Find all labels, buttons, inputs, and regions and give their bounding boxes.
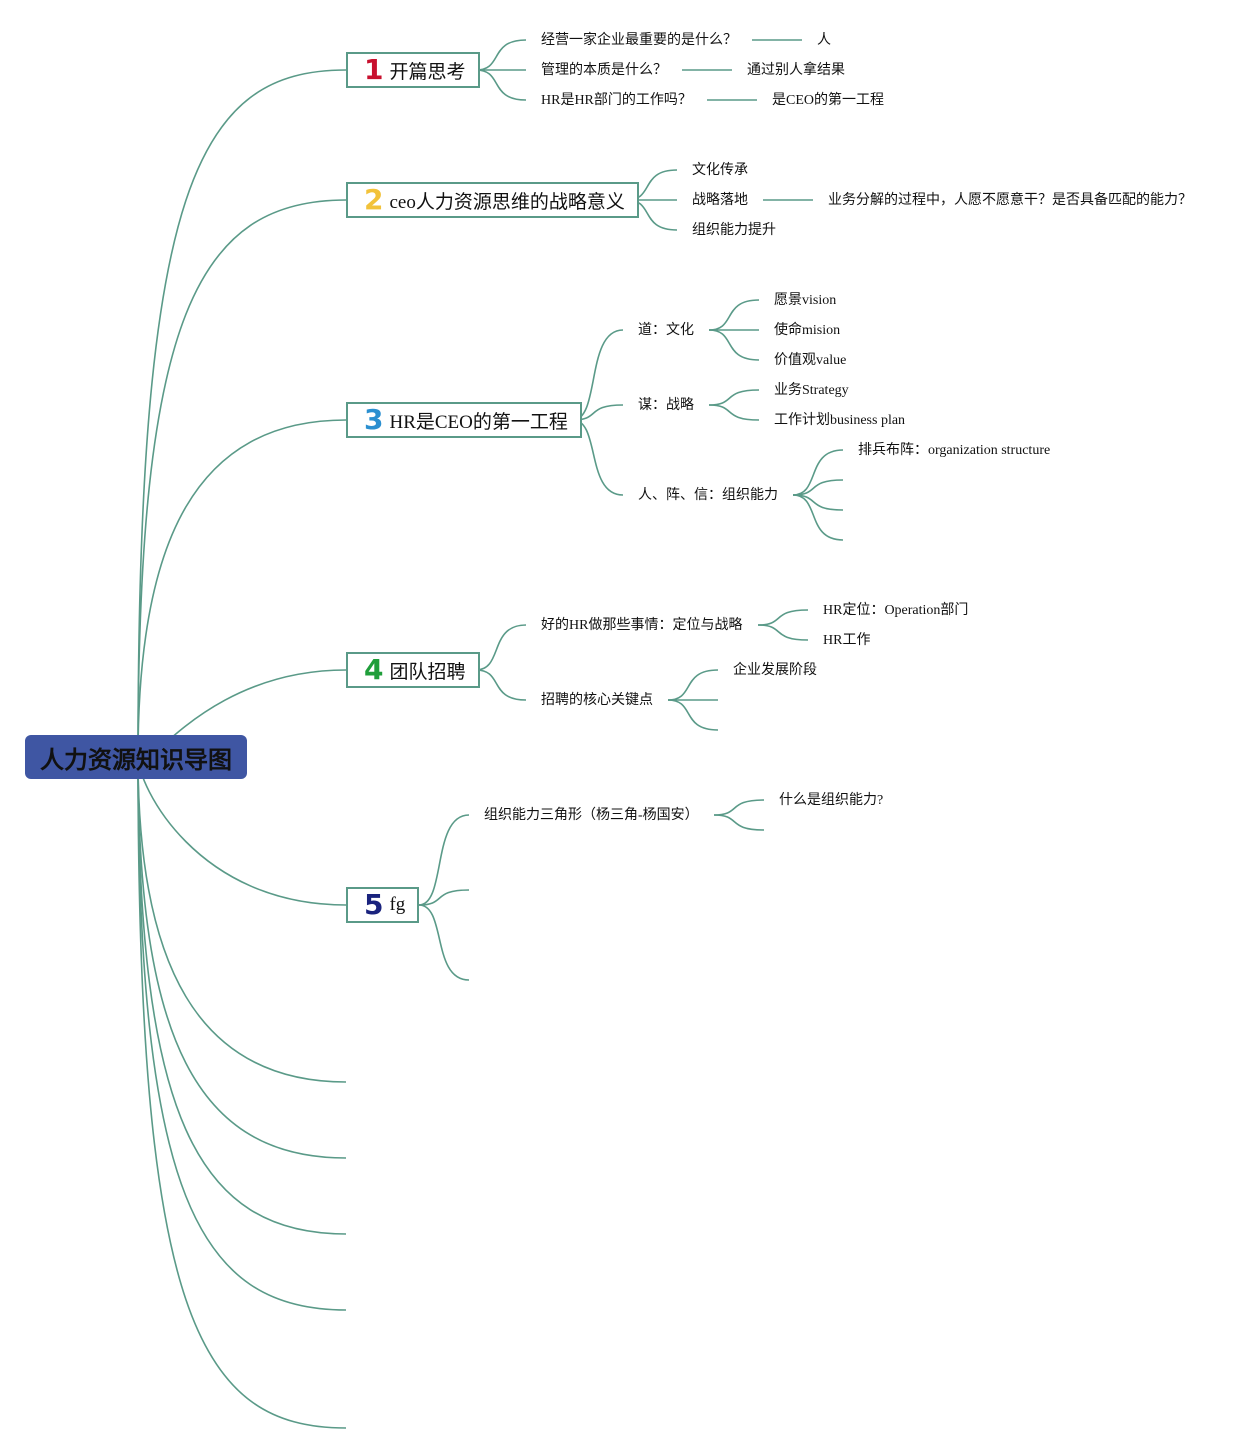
root-link-e3: [137, 756, 347, 1235]
b4b-fork-0: [667, 669, 719, 701]
branch-5-number: 5: [364, 888, 384, 921]
b4a-fork-0: [757, 609, 809, 626]
branch-3-label: HR是CEO的第一工程: [389, 411, 568, 433]
branch-4-node[interactable]: 4 团队招聘: [346, 652, 480, 688]
b4-fork-1: [475, 669, 527, 701]
b3c-fork-1: [792, 479, 844, 496]
b3-item-1-child-1[interactable]: 愿景vision: [774, 293, 837, 308]
b4-item-1-child-1[interactable]: HR定位：Operation部门: [823, 603, 969, 618]
b2-item-1[interactable]: 文化传承: [692, 163, 748, 178]
b3-item-1-child-3[interactable]: 价值观value: [774, 353, 847, 368]
root-link-b1: [137, 69, 347, 758]
b3-item-3-child-1[interactable]: 排兵布阵：organization structure: [858, 443, 1051, 458]
branch-2-number: 2: [364, 183, 384, 216]
root-link-e5: [137, 756, 347, 1429]
b4-item-1-child-2[interactable]: HR工作: [823, 633, 871, 648]
b5-fork-1: [418, 889, 470, 906]
branch-3-number: 3: [364, 403, 384, 436]
b1-fork-2: [475, 69, 527, 101]
b5a-fork-0: [713, 799, 765, 816]
b1-item-3-answer[interactable]: 是CEO的第一工程: [772, 93, 884, 108]
branch-2-label: ceo人力资源思维的战略意义: [389, 191, 625, 213]
branch-5-node[interactable]: 5 fg: [346, 887, 420, 923]
b4-item-1[interactable]: 好的HR做那些事情：定位与战略: [541, 618, 743, 633]
b2-item-3[interactable]: 组织能力提升: [692, 223, 776, 238]
b3-item-1[interactable]: 道：文化: [638, 323, 694, 338]
root-link-e1: [137, 756, 347, 1083]
b5-item-1-child-1[interactable]: 什么是组织能力?: [779, 793, 884, 808]
root-link-e2: [137, 756, 347, 1159]
b3a-fork-0: [708, 299, 760, 331]
b3-item-1-child-2[interactable]: 使命mision: [774, 323, 841, 338]
b3a-fork-2: [708, 329, 760, 361]
branch-3-node[interactable]: 3 HR是CEO的第一工程: [346, 402, 582, 438]
branch-1-label: 开篇思考: [389, 61, 466, 83]
b1-item-3[interactable]: HR是HR部门的工作吗？: [541, 93, 692, 108]
branch-1-node[interactable]: 1 开篇思考: [346, 52, 480, 88]
b4-item-2-child-1[interactable]: 企业发展阶段: [733, 663, 817, 678]
branch-1-number: 1: [364, 53, 384, 86]
b3-item-2-child-1[interactable]: 业务Strategy: [774, 383, 849, 398]
b2-item-2-answer[interactable]: 业务分解的过程中，人愿不愿意干？是否具备匹配的能力？: [828, 193, 1192, 208]
b5-fork-0: [418, 814, 470, 906]
b3c-fork-2: [792, 494, 844, 511]
branch-2-node[interactable]: 2 ceo人力资源思维的战略意义: [346, 182, 639, 218]
b4a-fork-1: [757, 624, 809, 641]
b1-item-1-answer[interactable]: 人: [817, 33, 831, 48]
b1-item-1[interactable]: 经营一家企业最重要的是什么？: [541, 33, 737, 48]
b2-item-2[interactable]: 战略落地: [692, 193, 748, 208]
b3-item-2-child-2[interactable]: 工作计划business plan: [774, 413, 906, 428]
b5a-fork-1: [713, 814, 765, 831]
root-link-b3: [137, 419, 347, 758]
branch-5-label: fg: [389, 894, 406, 915]
b5-item-1[interactable]: 组织能力三角形（杨三角-杨国安）: [484, 808, 699, 823]
root-node[interactable]: 人力资源知识导图: [25, 735, 247, 779]
b1-item-2-answer[interactable]: 通过别人拿结果: [747, 63, 845, 78]
b3-item-3[interactable]: 人、阵、信：组织能力: [638, 488, 778, 503]
b5-fork-2: [418, 904, 470, 981]
root-link-e4: [137, 756, 347, 1311]
root-link-b2: [137, 199, 347, 758]
b3c-fork-3: [792, 494, 844, 541]
b3b-fork-0: [708, 389, 760, 406]
b3c-fork-0: [792, 449, 844, 496]
b1-item-2[interactable]: 管理的本质是什么？: [541, 63, 667, 78]
b1-fork-0: [475, 39, 527, 71]
branch-4-label: 团队招聘: [389, 661, 466, 683]
root-link-b5: [137, 756, 347, 906]
b4-item-2[interactable]: 招聘的核心关键点: [541, 693, 653, 708]
b4b-fork-2: [667, 699, 719, 731]
b4-fork-0: [475, 624, 527, 671]
branch-4-number: 4: [364, 653, 384, 686]
root-label: 人力资源知识导图: [40, 745, 232, 774]
b3b-fork-1: [708, 404, 760, 421]
b3-item-2[interactable]: 谋：战略: [638, 398, 694, 413]
